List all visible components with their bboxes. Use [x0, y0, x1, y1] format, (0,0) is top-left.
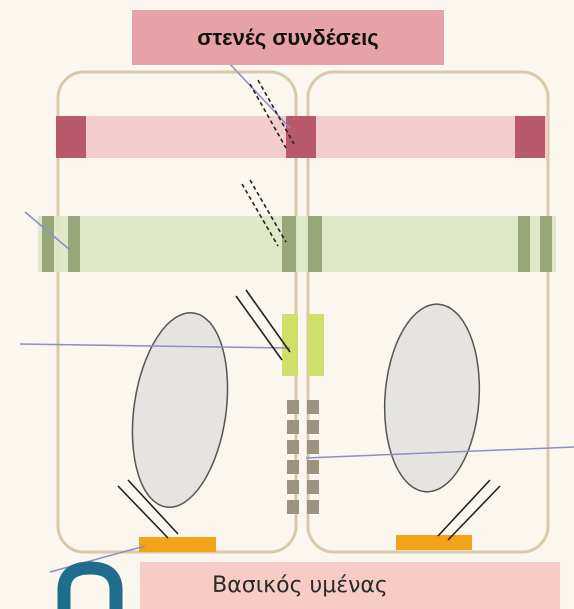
gap-junction-block	[307, 440, 319, 454]
gap-junction-block	[307, 460, 319, 474]
tight-junctions-label: στενές συνδέσεις	[132, 10, 444, 65]
gap-junction-block	[287, 420, 299, 434]
adherens-center-2	[308, 216, 322, 272]
gap-junction-block	[287, 460, 299, 474]
adherens-left-1	[42, 216, 54, 272]
tight-junction-right-edge	[515, 116, 545, 158]
gap-junction-block	[287, 400, 299, 414]
adherens-center-1	[282, 216, 296, 272]
gap-junction-block	[307, 420, 319, 434]
partial-letter-glyph-icon	[64, 568, 116, 609]
gap-junction-block	[307, 480, 319, 494]
right-nucleus	[379, 301, 486, 495]
desmosome-right	[308, 314, 324, 376]
gap-junction-block	[287, 440, 299, 454]
adherens-junction-band	[38, 216, 556, 272]
adherens-left-2	[68, 216, 80, 272]
adherens-right-1	[518, 216, 530, 272]
basement-membrane-label: Βασικός υμένας	[150, 567, 450, 603]
filament-desmosome-1	[236, 296, 282, 360]
hemidesmosome-right	[396, 535, 472, 550]
left-nucleus	[121, 307, 239, 514]
gap-junction-block	[307, 500, 319, 514]
hemidesmosome-left	[139, 537, 216, 552]
filament-hemi-right-1	[438, 480, 490, 536]
gap-junction-block	[307, 400, 319, 414]
gap-junction-block	[287, 480, 299, 494]
tight-junction-left-edge	[56, 116, 86, 158]
adherens-right-2	[540, 216, 552, 272]
gap-junction-block	[287, 500, 299, 514]
filament-hemi-right-2	[448, 486, 500, 540]
